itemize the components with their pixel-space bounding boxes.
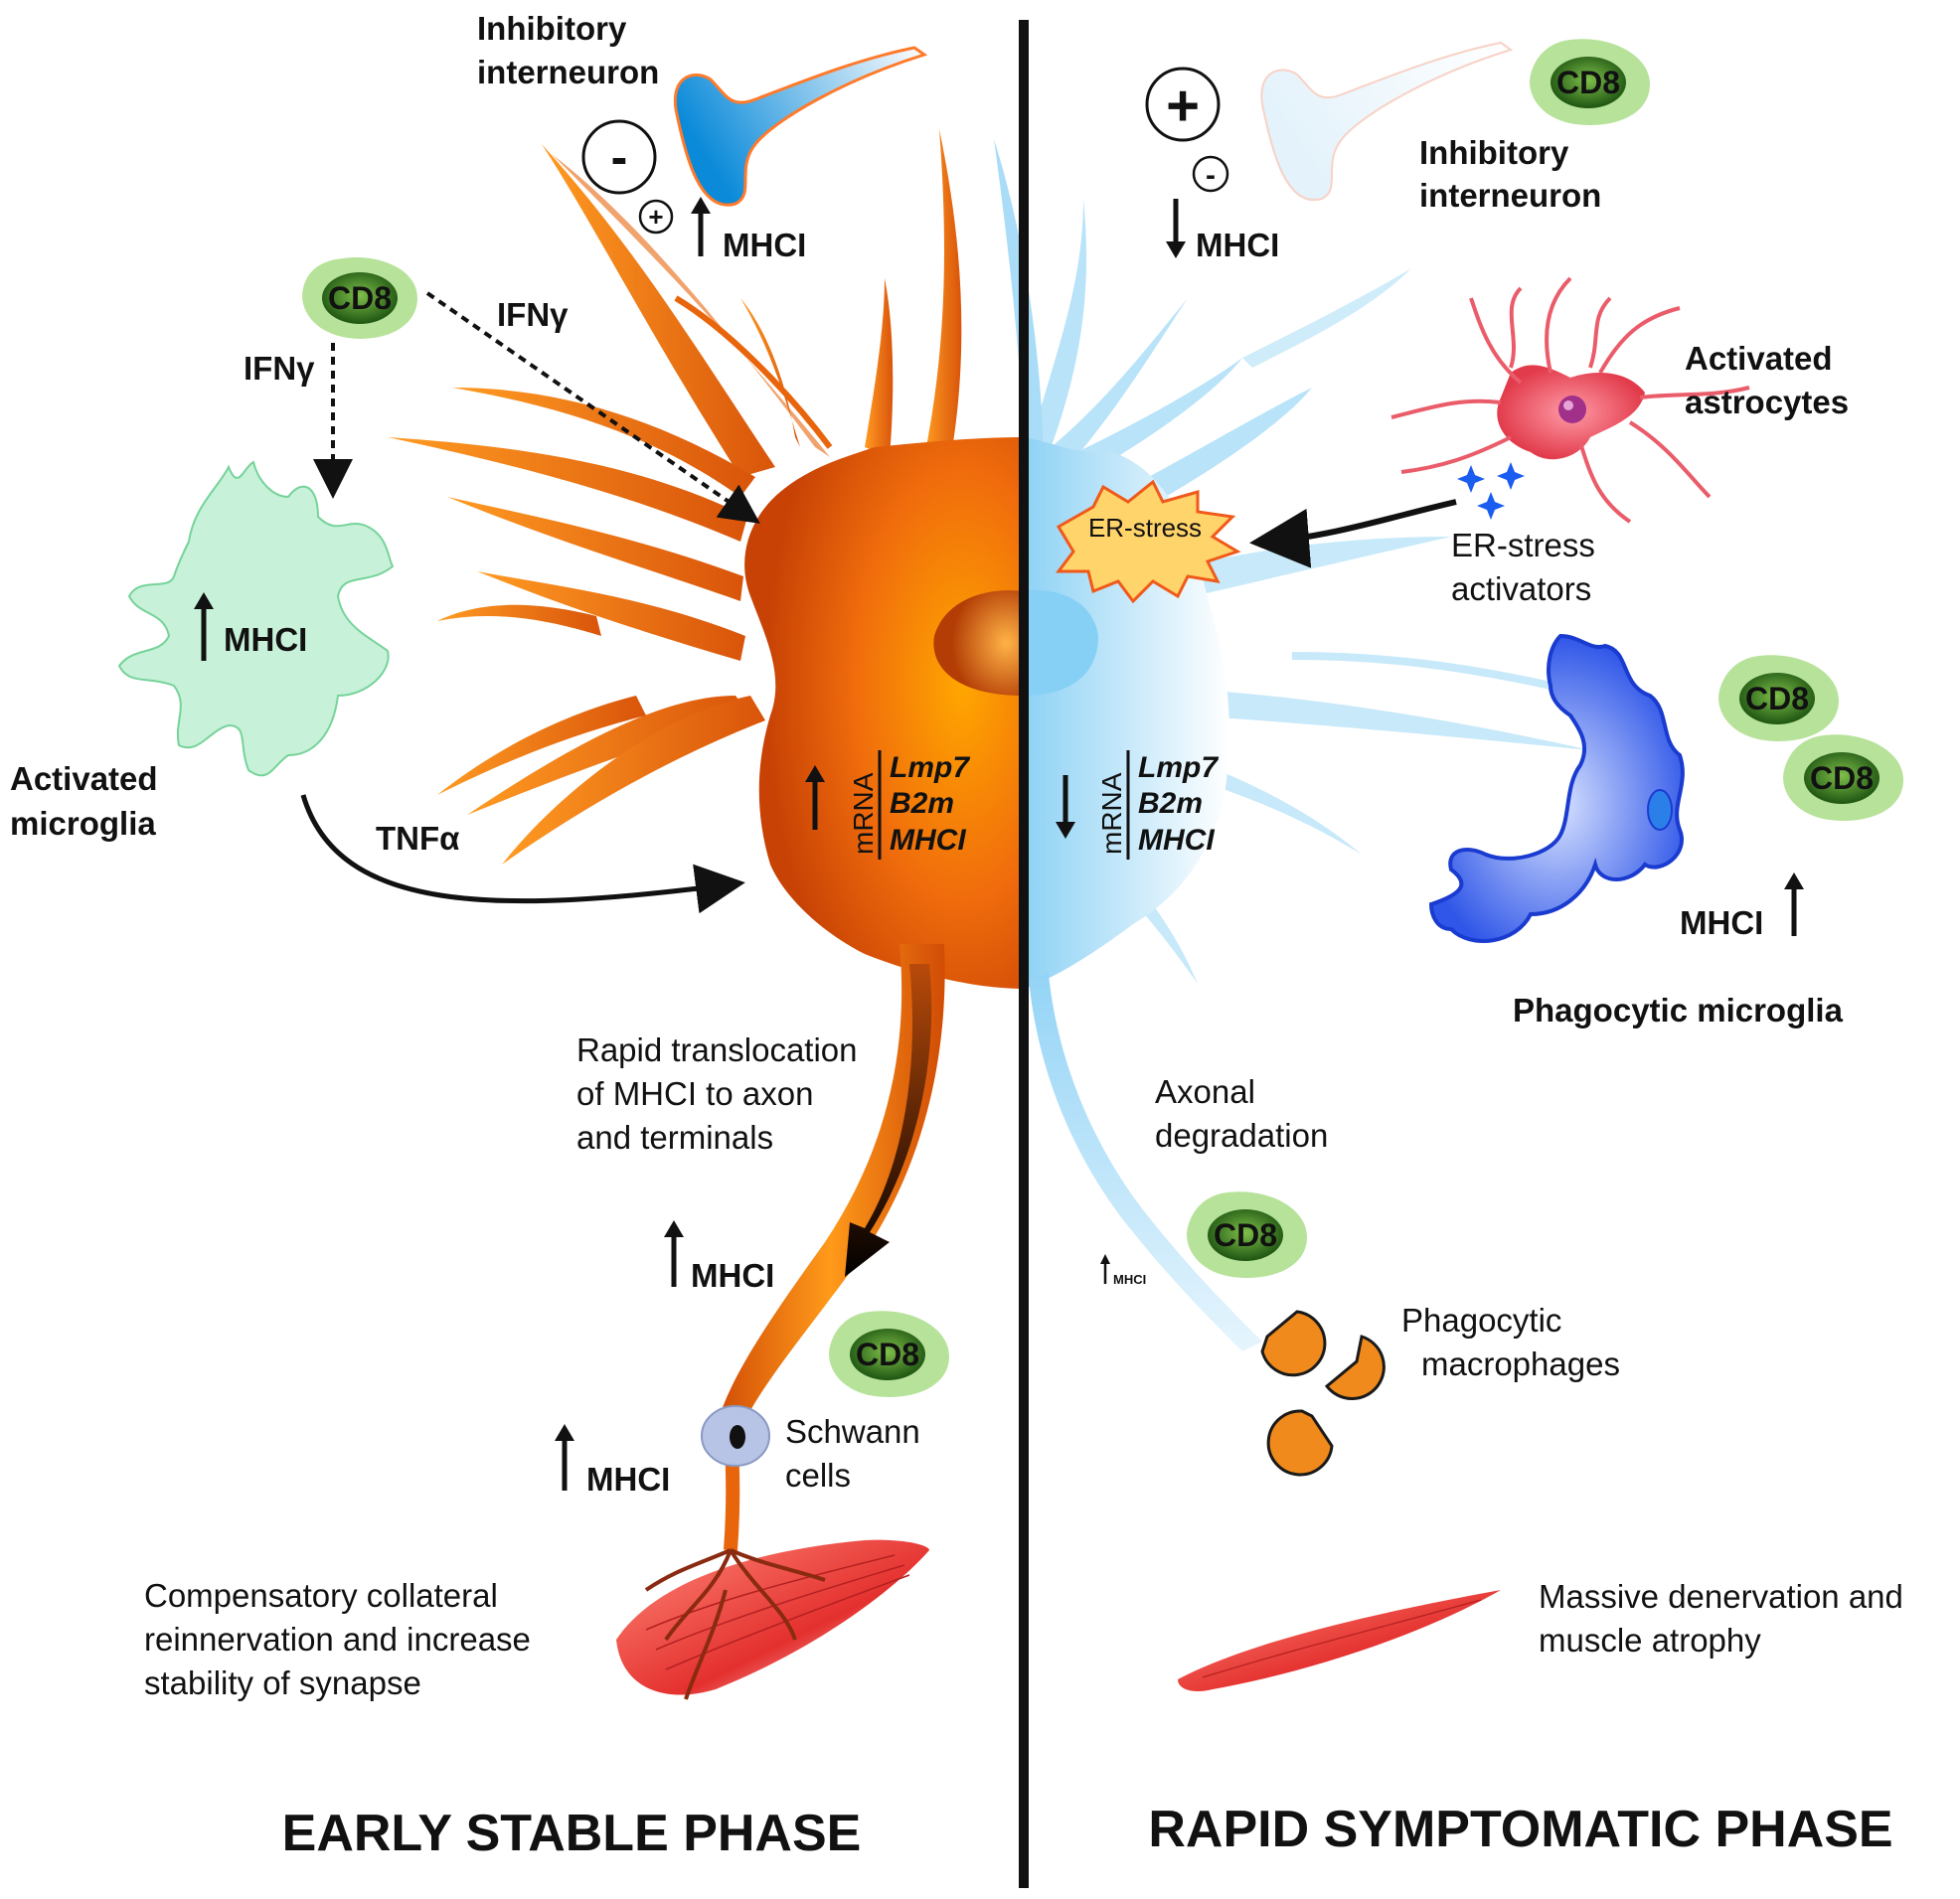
activated-microglia-label: Activated microglia (10, 760, 167, 842)
er-stress-activator-arrow (1249, 499, 1457, 568)
cd8-cell-3: CD8 (1718, 655, 1839, 741)
down-arrow-icon (1056, 775, 1075, 839)
inhibitory-interneuron-right-label: Inhibitory interneuron (1419, 134, 1601, 214)
inhibitory-interneuron-right (1260, 41, 1514, 202)
plus-circle-large-icon: + (1145, 67, 1221, 142)
up-arrow-icon (691, 197, 711, 256)
translocation-arrow (845, 964, 932, 1277)
muscle-right (1178, 1590, 1501, 1691)
compensatory-label: Compensatory collateral reinnervation an… (144, 1577, 540, 1701)
activated-microglia-left (117, 460, 395, 777)
plus-symbol: + (648, 202, 663, 232)
small-up-arrow-icon (1100, 1254, 1110, 1284)
phase-title-rapid: RAPID SYMPTOMATIC PHASE (1148, 1801, 1892, 1858)
late-neuron-axon (1029, 974, 1262, 1351)
gene-list-left: Lmp7 B2m MHCI (890, 751, 977, 857)
phagocytic-microglia-label: Phagocytic microglia (1513, 992, 1844, 1029)
tnfa-label: TNFα (376, 820, 459, 857)
inhibitory-interneuron-left (673, 46, 928, 207)
late-neuron-nucleus (1024, 590, 1098, 696)
massive-denervation-label: Massive denervation and muscle atrophy (1539, 1578, 1912, 1659)
er-stress-burst (1056, 479, 1241, 604)
mhci-label-phagocytic: MHCI (1680, 904, 1763, 941)
er-stress-activators-label: ER-stress activators (1451, 527, 1604, 607)
minus-symbol: - (611, 129, 628, 185)
early-neuron-nucleus (933, 590, 1024, 696)
mhci-label-interneuron-left: MHCI (723, 227, 806, 263)
activated-astrocyte (1390, 276, 1750, 524)
early-neuron-soma (744, 437, 1024, 989)
up-arrow-icon (664, 1220, 684, 1287)
ifng-label-left: IFNγ (244, 350, 315, 387)
minus-circle-icon: - (581, 119, 657, 195)
cd8-cell-1: CD8 (302, 257, 417, 339)
mrna-label-right: mRNA (1096, 772, 1127, 855)
up-arrow-icon (1784, 872, 1804, 936)
mrna-label-left: mRNA (848, 772, 879, 855)
mhci-label-small: MHCI (1113, 1272, 1146, 1287)
phagocytic-macrophages (1260, 1310, 1386, 1477)
cd8-cell-6: CD8 (829, 1311, 949, 1397)
schwann-cell (701, 1405, 770, 1467)
mhci-label-schwann: MHCI (586, 1461, 670, 1498)
up-arrow-icon (805, 765, 825, 830)
cd8-label: CD8 (328, 280, 392, 316)
muscle-left (616, 1539, 929, 1700)
cd8-label: CD8 (1810, 760, 1874, 796)
schwann-cells-label: Schwann cells (785, 1413, 929, 1494)
rapid-translocation-label: Rapid translocation of MHCI to axon and … (576, 1031, 867, 1156)
axonal-degradation-label: Axonal degradation (1155, 1073, 1328, 1154)
early-neuron-dendrites (388, 129, 962, 865)
phagocytic-macrophages-label: Phagocytic macrophages (1401, 1302, 1620, 1382)
inhibitory-interneuron-left-label: Inhibitory interneuron (477, 10, 659, 90)
er-stress-activator-stars (1457, 462, 1525, 520)
phagocytic-microglia (1428, 633, 1685, 943)
up-arrow-icon (555, 1424, 574, 1491)
ifng-label-diagonal: IFNγ (497, 296, 569, 333)
mhci-label-axon: MHCI (691, 1257, 774, 1294)
plus-symbol: + (1166, 74, 1200, 138)
cd8-cell-4: CD8 (1783, 734, 1903, 821)
er-stress-label: ER-stress (1088, 513, 1202, 543)
activated-astrocytes-label: Activated astrocytes (1685, 340, 1849, 420)
cd8-label: CD8 (856, 1337, 919, 1372)
down-arrow-icon (1166, 199, 1186, 258)
phase-title-early: EARLY STABLE PHASE (282, 1805, 862, 1862)
cd8-label: CD8 (1745, 681, 1809, 716)
minus-circle-small-icon: - (1192, 155, 1229, 193)
mhci-label-interneuron-right: MHCI (1196, 227, 1279, 263)
minus-symbol: - (1206, 159, 1216, 192)
plus-circle-icon: + (638, 199, 674, 235)
cd8-label: CD8 (1214, 1217, 1277, 1253)
cd8-cell-2: CD8 (1530, 39, 1650, 125)
tnfa-arrow (300, 794, 745, 914)
gene-list-right: Lmp7 B2m MHCI (1138, 751, 1225, 857)
cd8-cell-5: CD8 (1187, 1191, 1307, 1278)
cd8-label: CD8 (1556, 65, 1620, 100)
ifng-arrow-diagonal (425, 291, 760, 524)
mhci-label-microglia: MHCI (224, 621, 307, 658)
up-arrow-icon (194, 592, 214, 661)
phagocytic-microglia-nucleus (1647, 789, 1673, 831)
